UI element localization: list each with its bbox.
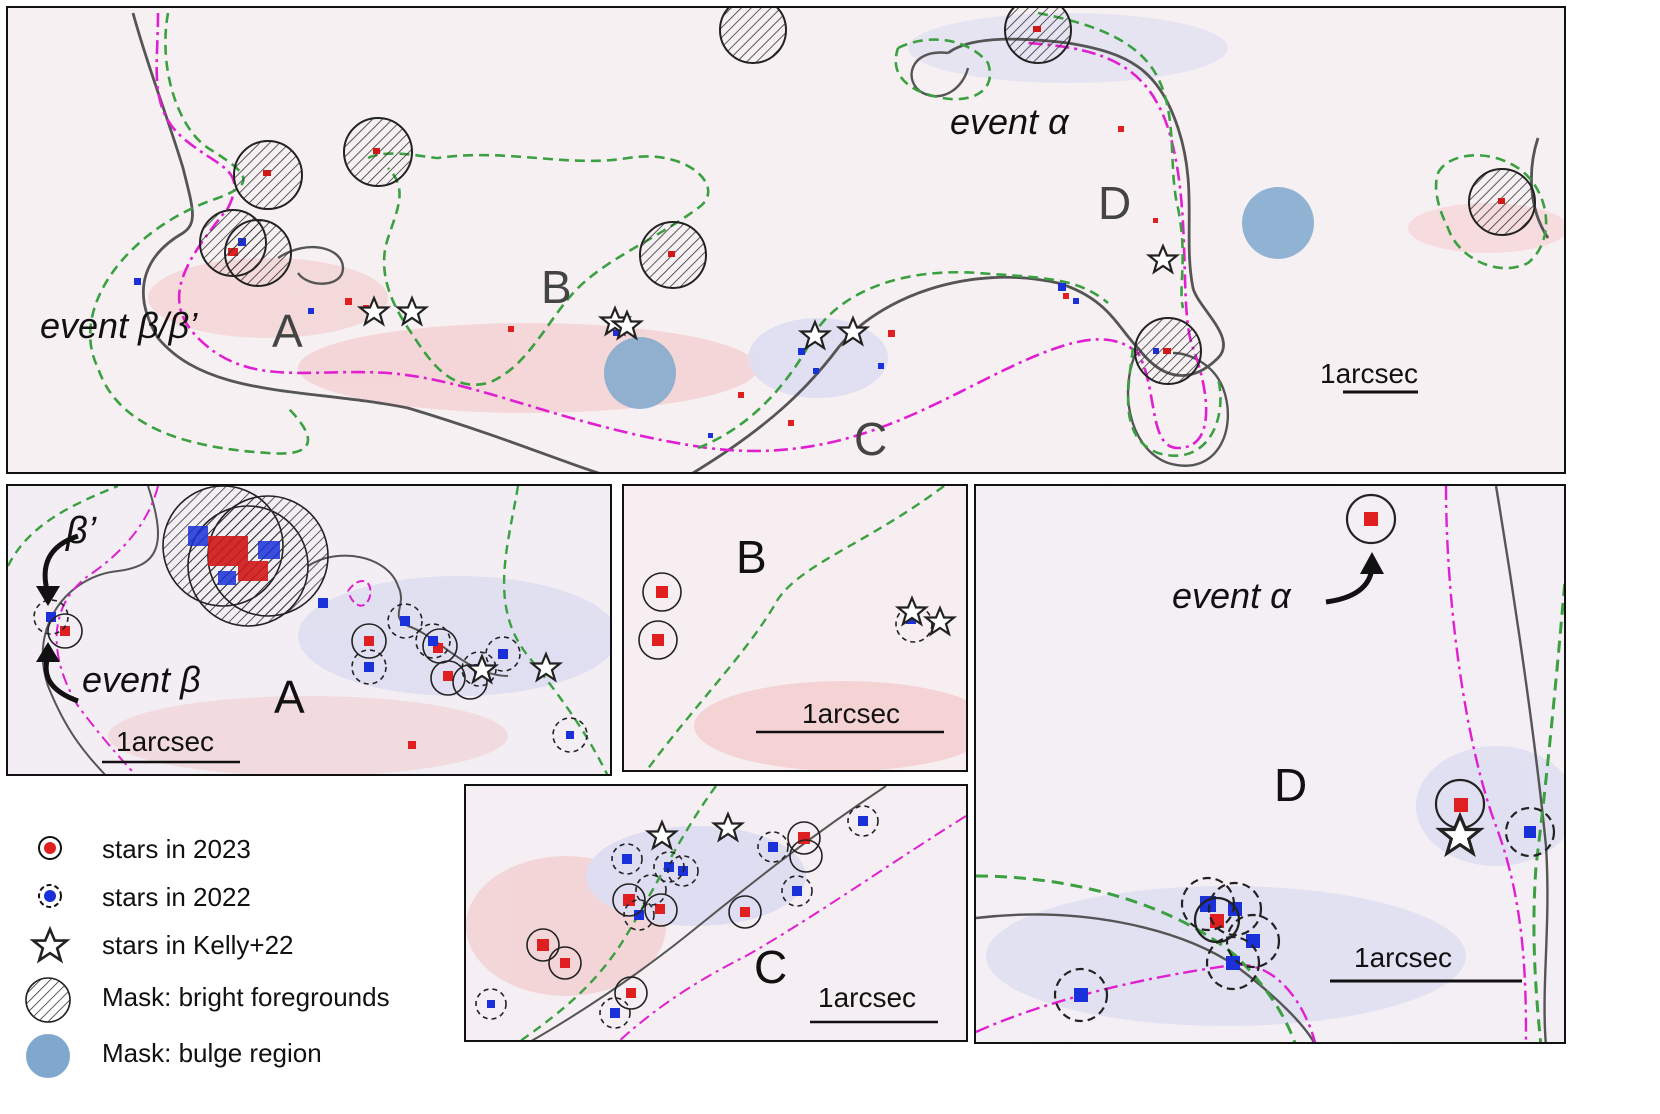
- region-label-c: C: [754, 941, 788, 993]
- scale-label: 1arcsec: [1354, 942, 1453, 973]
- sources-red: [652, 586, 668, 646]
- region-label-a: A: [274, 671, 305, 723]
- region-label-d: D: [1098, 177, 1132, 229]
- sources-red: [1210, 512, 1468, 928]
- beta-prime-label: β’: [66, 510, 97, 552]
- legend-item: stars in 2022: [10, 872, 480, 920]
- blue-star-icon: [38, 884, 62, 908]
- circles-2022: [475, 805, 879, 1029]
- region-label-b: B: [736, 531, 767, 583]
- critical-curve-loop: [277, 245, 345, 285]
- legend-label: stars in 2023: [102, 834, 251, 864]
- panel-b-image: [624, 486, 966, 770]
- panel-b: B 1arcsec: [622, 484, 968, 772]
- magenta-curve: [55, 486, 159, 774]
- circles-2023: [47, 613, 488, 700]
- critical-curve: [1494, 486, 1549, 1042]
- event-alpha-label: event α: [1172, 575, 1291, 616]
- scale-label: 1arcsec: [818, 982, 917, 1013]
- arrow-beta-prime-head: [36, 586, 60, 606]
- critical-curve: [307, 554, 509, 677]
- panel-c-image: [466, 786, 966, 1040]
- event-alpha-label: event α: [950, 101, 1069, 142]
- green-curve: [1532, 574, 1564, 1042]
- legend-label: Mask: bright foregrounds: [102, 982, 390, 1012]
- panel-a: β’ event β A 1arcsec: [6, 484, 612, 776]
- green-curve: [645, 486, 945, 770]
- magenta-small: [347, 580, 372, 607]
- panel-c: C 1arcsec: [464, 784, 968, 1042]
- foreground-cores: [263, 26, 1505, 354]
- scale-label: 1arcsec: [1320, 358, 1419, 389]
- legend-label: stars in Kelly+22: [102, 930, 294, 960]
- region-label-a: A: [272, 305, 303, 357]
- star-outline-icon: [31, 927, 69, 962]
- legend-item: Mask: bulge region: [10, 1028, 480, 1078]
- critical-curve: [41, 486, 159, 774]
- legend-item: stars in Kelly+22: [10, 920, 480, 968]
- circles-2023: [638, 572, 682, 660]
- sources-red: [60, 626, 453, 749]
- critical-curve: [531, 786, 887, 1040]
- magenta-curve: [976, 963, 1317, 1042]
- legend-item: stars in 2023: [10, 824, 480, 872]
- hatched-circle-icon: [25, 977, 71, 1023]
- region-label-c: C: [854, 413, 888, 465]
- magenta-curve: [618, 815, 966, 1040]
- green-curve: [976, 874, 1297, 1042]
- green-curve: [519, 786, 717, 1040]
- blue-filled-circle-icon: [26, 1034, 70, 1078]
- legend-label: stars in 2022: [102, 882, 251, 912]
- legend-item: Mask: bright foregrounds: [10, 972, 480, 1023]
- event-beta-label: event β: [82, 659, 201, 700]
- circles-2022: [33, 599, 588, 753]
- overview-panel: A B C D event α event β/β’ 1arcsec: [6, 6, 1566, 474]
- foreground-masks: [199, 8, 1536, 385]
- circles-2023: [526, 821, 823, 1010]
- critical-curve-loop: [910, 51, 970, 98]
- arrow-beta-prime: [42, 533, 79, 595]
- overview-image: [8, 8, 1564, 472]
- critical-curve-loop: [1126, 347, 1230, 467]
- legend: stars in 2023 stars in 2022 stars in Kel…: [10, 828, 480, 1114]
- event-beta-label: event β/β’: [40, 305, 198, 346]
- region-label-d: D: [1274, 759, 1308, 811]
- panel-d-image: [976, 486, 1564, 1042]
- circles-2022: [1053, 806, 1556, 1023]
- arrow-alpha-head: [1360, 552, 1384, 574]
- scale-label: 1arcsec: [802, 698, 901, 729]
- magenta-curve: [1444, 486, 1528, 1042]
- bulge-mask: [1242, 187, 1314, 259]
- critical-curve: [976, 913, 1316, 1042]
- scale-label: 1arcsec: [116, 726, 215, 757]
- legend-label: Mask: bulge region: [102, 1038, 322, 1068]
- panel-d: event α D 1arcsec: [974, 484, 1566, 1044]
- region-label-b: B: [541, 261, 572, 313]
- red-star-icon: [38, 836, 62, 860]
- green-curve: [8, 486, 609, 774]
- panel-a-image: [8, 486, 610, 774]
- bulge-mask: [604, 337, 676, 409]
- arrow-beta-head: [36, 642, 60, 662]
- green-curve: [88, 11, 1548, 457]
